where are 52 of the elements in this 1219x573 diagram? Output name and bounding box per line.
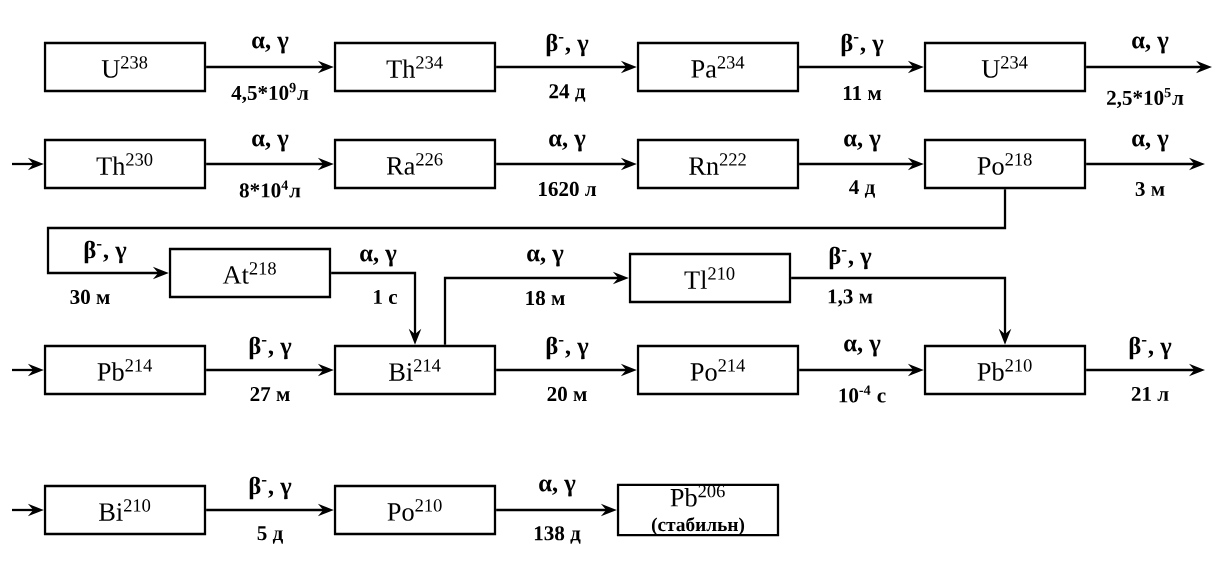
half-life-label: 4,5*10$^{9}$л [229, 81, 311, 105]
half-life-label: 11 м [840, 84, 884, 102]
isotope-box: Th$^{230}$ [43, 138, 207, 190]
half-life-label: 138 д [531, 524, 583, 546]
edge-label: β$^{-}$, γ [543, 31, 591, 58]
edge-label: β$^{-}$, γ [838, 31, 886, 58]
isotope-box: U$^{238}$ [43, 41, 207, 93]
edge-label: α, γ [1129, 34, 1171, 56]
isotope-box: Pa$^{234}$ [636, 41, 800, 93]
isotope-box: Pb$^{214}$ [43, 344, 207, 396]
isotope-box: Bi$^{210}$ [43, 484, 207, 536]
edge-label: β$^{-}$, γ [246, 474, 294, 501]
edge-label: α, γ [841, 132, 883, 154]
edge-label: α, γ [1129, 132, 1171, 154]
edge-label: β$^{-}$, γ [81, 238, 129, 265]
edge-label: α, γ [524, 247, 566, 269]
isotope-box: Tl$^{210}$ [628, 252, 792, 304]
half-life-label: 3 м [1133, 180, 1167, 198]
half-life-label: 20 м [544, 385, 590, 403]
half-life-label: 30 м [67, 288, 113, 306]
half-life-label: 24 д [546, 82, 588, 104]
half-life-label: 4 д [847, 178, 877, 200]
isotope-box: Po$^{210}$ [333, 484, 497, 536]
half-life-label: 27 м [247, 385, 293, 403]
isotope-box: Po$^{218}$ [923, 138, 1087, 190]
isotope-box: Rn$^{222}$ [636, 138, 800, 190]
edge-label: α, γ [249, 34, 291, 56]
half-life-label: 8*10$^{4}$л [237, 178, 303, 200]
half-life-label: 1 с [370, 288, 400, 306]
half-life-label: 10$^{-4}$ с [836, 383, 888, 405]
edge-label: α, γ [841, 337, 883, 359]
half-life-label: 1,3 м [825, 287, 875, 309]
half-life-label: 18 м [522, 289, 568, 307]
isotope-box: Ra$^{226}$ [333, 138, 497, 190]
half-life-label: 5 д [255, 524, 285, 546]
edge-label: α, γ [546, 132, 588, 154]
edge-label: β$^{-}$, γ [543, 334, 591, 362]
edge-label: α, γ [357, 247, 399, 269]
isotope-box: Pb$^{210}$ [923, 344, 1087, 396]
edge-label: β$^{-}$, γ [1126, 334, 1174, 362]
isotope-box: At$^{218}$ [168, 247, 332, 299]
edge-label: α, γ [536, 477, 578, 499]
half-life-label: 21 л [1129, 385, 1171, 403]
isotope-box: Th$^{234}$ [333, 41, 497, 93]
edge-label: α, γ [249, 132, 291, 154]
isotope-box: Po$^{214}$ [636, 344, 800, 396]
isotope-box: U$^{234}$ [923, 41, 1087, 93]
isotope-box: Bi$^{214}$ [333, 344, 497, 396]
edge-label: β$^{-}$, γ [826, 244, 874, 271]
edge-label: β$^{-}$, γ [246, 334, 294, 362]
half-life-label: 2,5*10$^{5}$л [1104, 86, 1186, 110]
half-life-label: 1620 л [535, 180, 599, 198]
